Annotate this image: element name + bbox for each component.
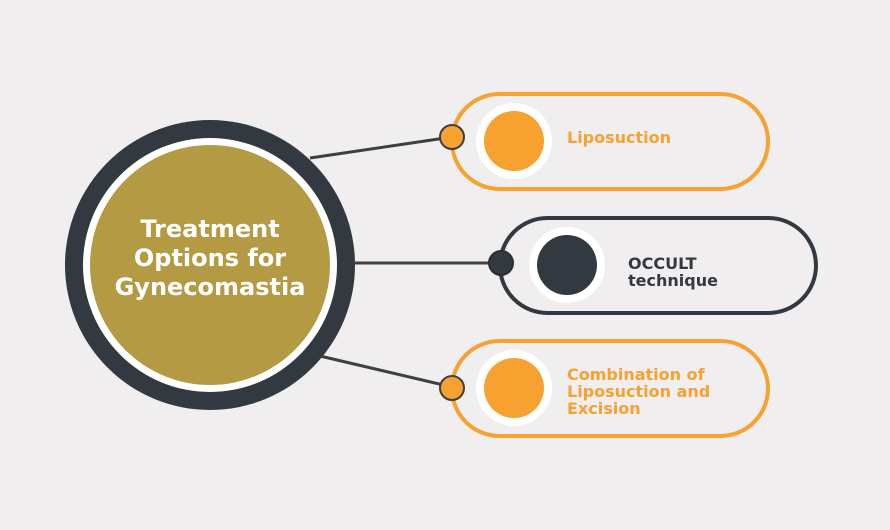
hub-title: Treatment Options for Gynecomastia xyxy=(90,215,330,302)
hub-title-line-1: Treatment xyxy=(140,215,280,243)
option-label-2-line-1: OCCULT xyxy=(628,254,697,273)
hub-title-line-2: Options for xyxy=(133,244,287,272)
option-label-3: Combination of Liposuction and Excision xyxy=(567,366,710,417)
option-label-3-line-2: Liposuction and xyxy=(567,382,711,401)
connector-line-1 xyxy=(309,135,453,160)
option-label-1-line-1: Liposuction xyxy=(567,128,672,147)
option-label-3-line-1: Combination of xyxy=(567,365,705,384)
option-bullet-1 xyxy=(484,111,544,171)
option-label-1: Liposuction xyxy=(567,129,671,146)
option-bullet-3 xyxy=(484,358,544,418)
connector-line-3 xyxy=(319,354,453,389)
option-bullet-2 xyxy=(537,235,597,295)
option-label-3-line-3: Excision xyxy=(567,399,641,418)
connector-node-2 xyxy=(488,250,514,276)
option-label-2-line-2: technique xyxy=(628,271,718,290)
option-label-2: OCCULT technique xyxy=(628,255,718,289)
hub-title-line-3: Gynecomastia xyxy=(114,273,306,301)
connector-node-1 xyxy=(439,124,465,150)
connector-node-3 xyxy=(439,375,465,401)
hub-inner-circle xyxy=(90,145,330,385)
